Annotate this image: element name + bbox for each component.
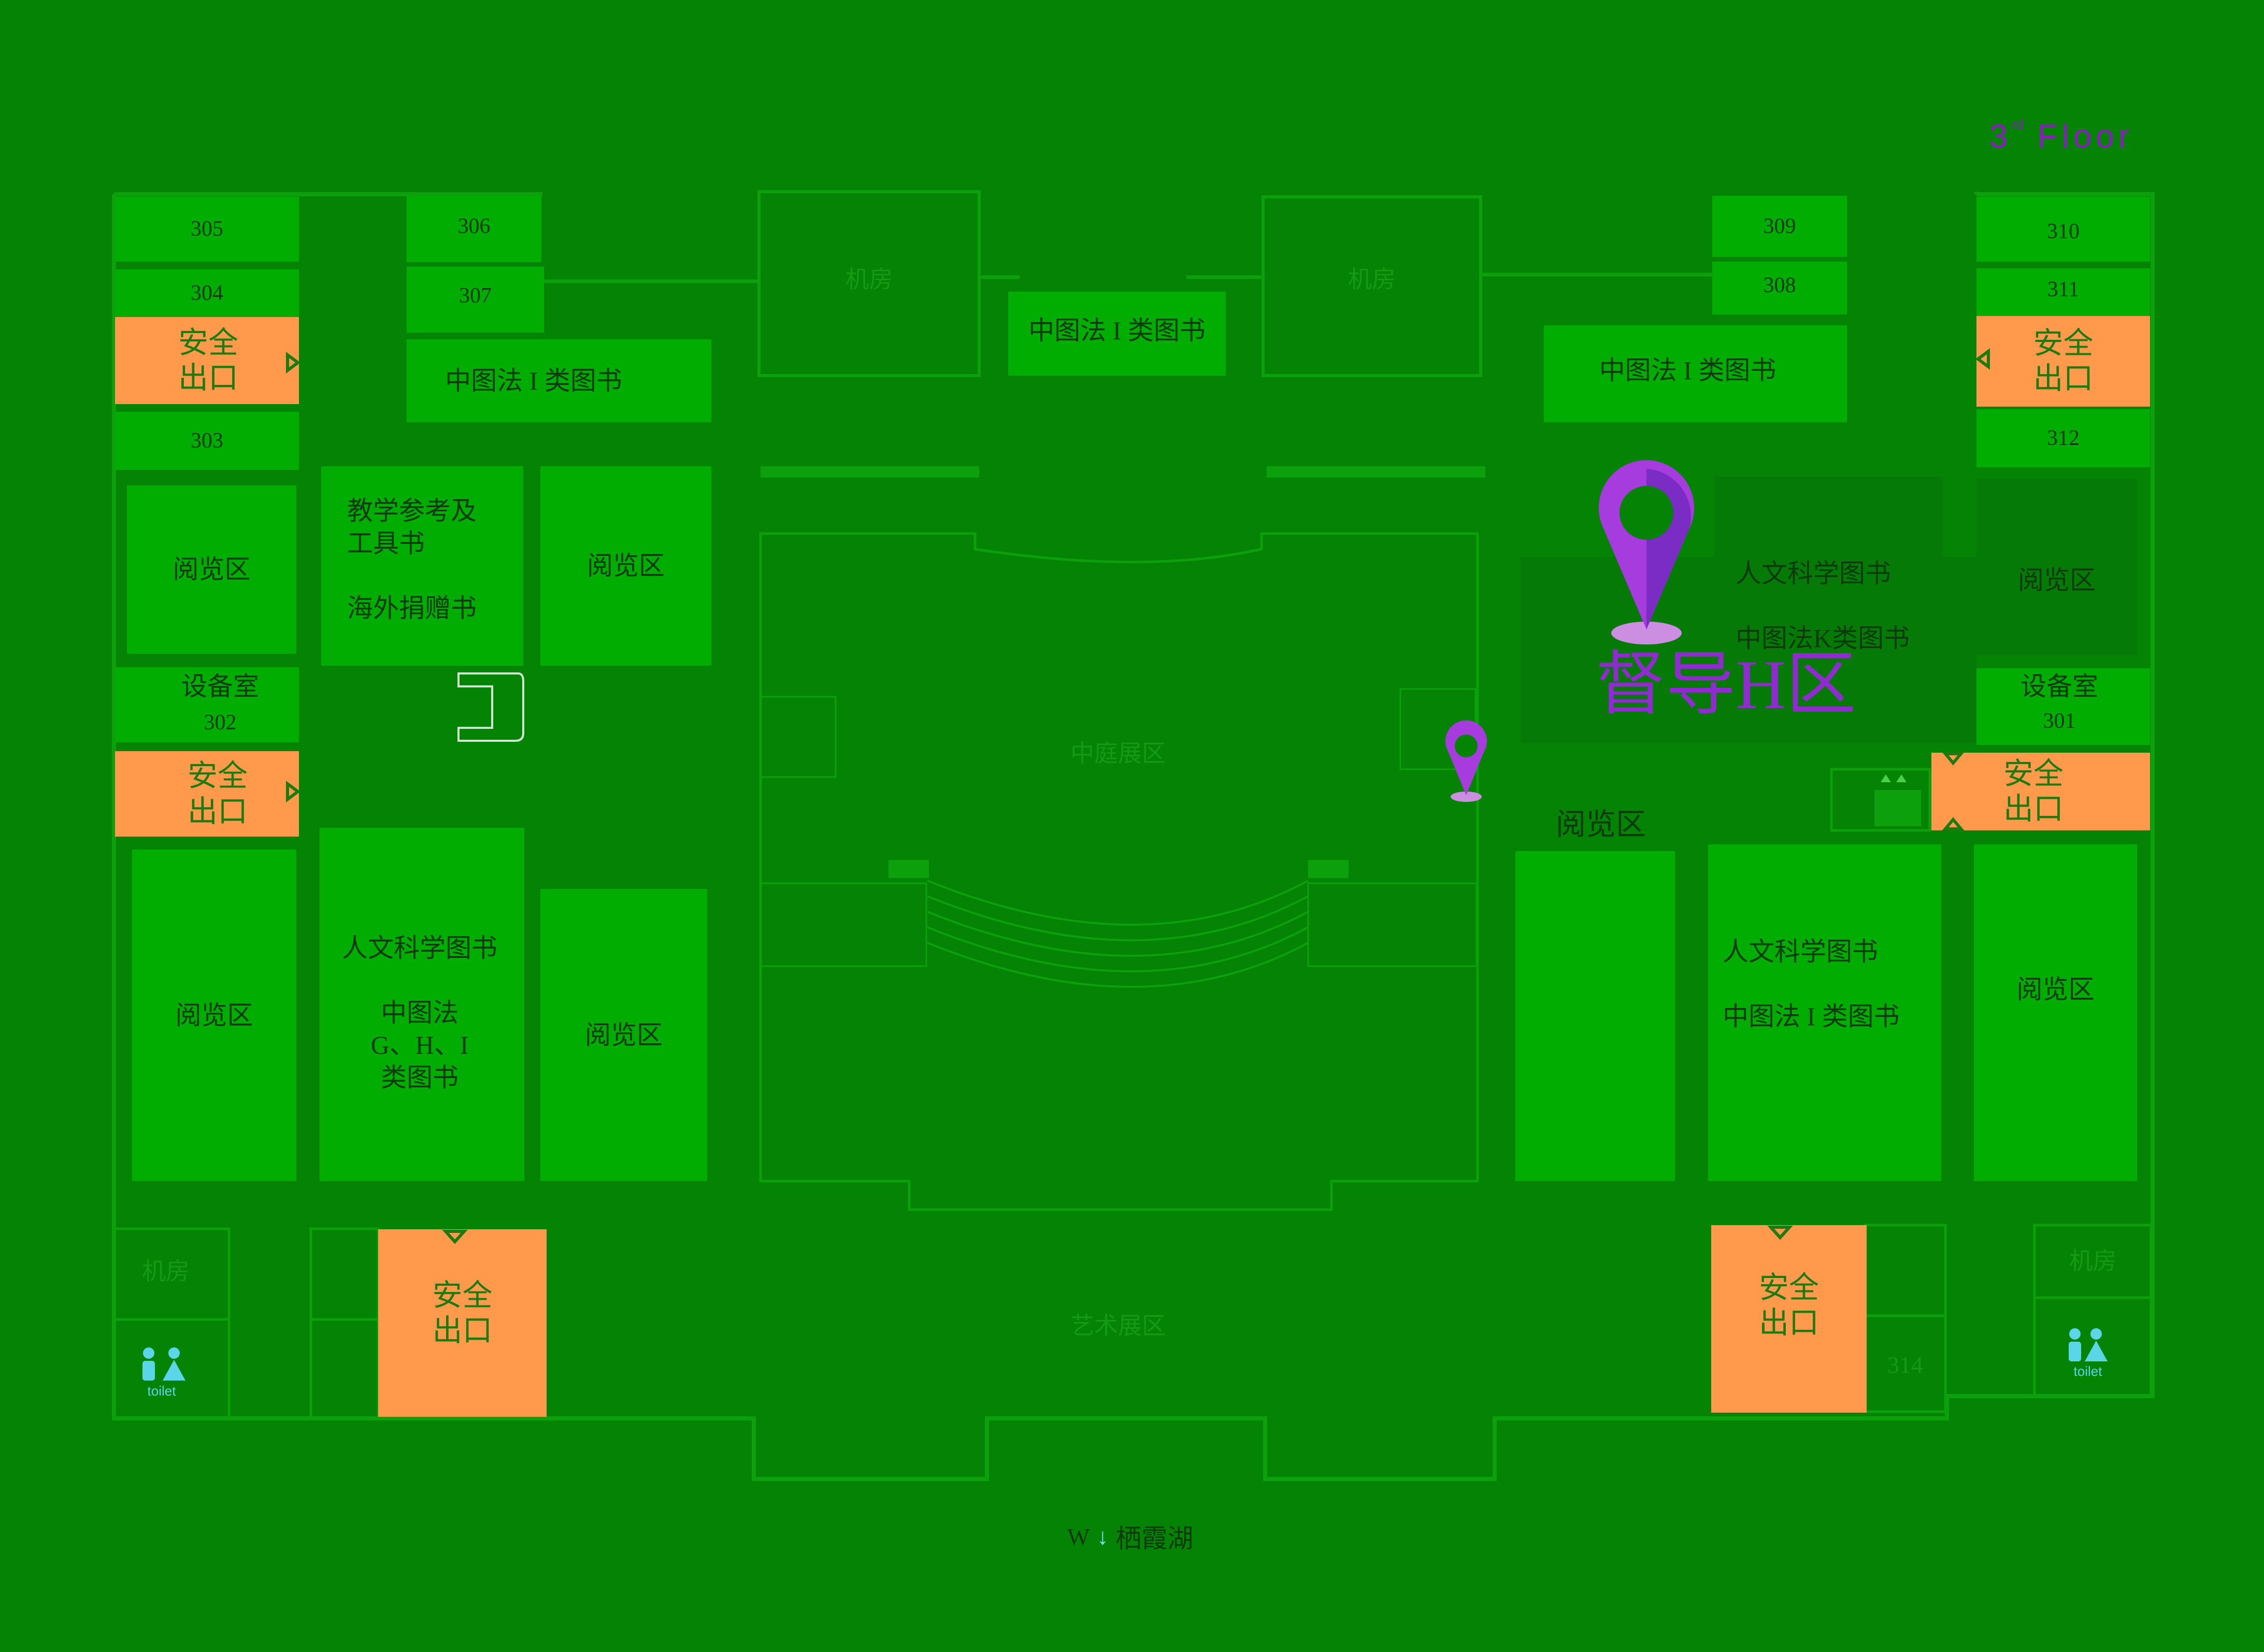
- teaching-ref-label: 教学参考及 工具书 海外捐赠书: [347, 496, 477, 623]
- reading-left-3: [540, 466, 711, 666]
- reading-area-label: 阅览区: [173, 555, 251, 584]
- toilet-label: toilet: [2073, 1363, 2102, 1379]
- elevator-icon: [1874, 774, 1921, 826]
- room-310-label: 310: [2047, 220, 2080, 244]
- room-301: [1976, 668, 2150, 745]
- exit-top-left: [115, 317, 299, 404]
- reading-area-label: 阅览区: [1555, 808, 1646, 842]
- down-arrow-icon: ↓: [1097, 1524, 1109, 1549]
- exit-bottom-left: [378, 1229, 547, 1417]
- machine-room-label: 机房: [2069, 1248, 2117, 1275]
- exit-bottom-right: [1711, 1225, 1867, 1413]
- books-i-center: [1008, 292, 1226, 376]
- room-312-label: 312: [2047, 426, 2080, 450]
- exit-bottom-right-label: 安全 出口: [1758, 1270, 1819, 1340]
- exit-mid-right-label: 安全 出口: [2003, 756, 2064, 826]
- room-302-label: 302: [204, 710, 237, 735]
- room-311-label: 311: [2047, 277, 2080, 301]
- exit-mid-left: [115, 751, 299, 837]
- machine-room-label: 机房: [1348, 266, 1396, 293]
- reading-area-label: 阅览区: [175, 1000, 253, 1030]
- books-i-right-label: 中图法 I 类图书: [1599, 356, 1776, 385]
- art-exhibit-label: 艺术展区: [1070, 1313, 1166, 1340]
- reading-area-label: 阅览区: [585, 1020, 663, 1050]
- teaching-ref: [321, 466, 523, 666]
- equip-room-right-label: 设备室: [2021, 671, 2098, 701]
- exit-mid-left-label: 安全 出口: [187, 759, 248, 828]
- reading-left-4: [540, 889, 707, 1181]
- reading-right-dark: [1976, 479, 2137, 655]
- room-306: [407, 196, 541, 262]
- room-303-label: 303: [191, 428, 223, 453]
- machine-room-1: [757, 190, 981, 377]
- room-306-label: 306: [457, 214, 491, 238]
- machine-room-label: 机房: [845, 266, 893, 293]
- courtyard-outline: [759, 532, 1479, 1211]
- floor-title: 3rd Floor: [1989, 117, 2134, 155]
- compass-landmark: W ↓ 栖霞湖: [1067, 1518, 1193, 1555]
- room-310: [1976, 197, 2150, 262]
- zone-title: 督导H区: [1596, 647, 1856, 724]
- toilet-icon: [142, 1328, 2108, 1381]
- reading-left-1: [127, 485, 296, 654]
- courtyard-label: 中庭展区: [1070, 740, 1166, 767]
- room-305: [115, 197, 299, 262]
- reading-left-2: [132, 850, 296, 1181]
- location-pin-small-icon: [1445, 720, 1487, 802]
- equip-room-left-label: 设备室: [181, 671, 259, 701]
- room-307-label: 307: [459, 283, 492, 308]
- humanities-ghi-label: 人文科学图书 中图法 G、H、I 类图书: [342, 933, 497, 1092]
- reading-area-label: 阅览区: [2018, 565, 2096, 595]
- room-301-label: 301: [2043, 709, 2076, 733]
- reading-area-label: 阅览区: [587, 551, 665, 581]
- machine-room-label: 机房: [142, 1258, 190, 1285]
- stair-icon: [457, 672, 524, 742]
- compass-direction: W: [1067, 1523, 1090, 1550]
- room-303: [115, 412, 299, 470]
- humanities-i: [1708, 844, 1941, 1181]
- location-pin-icon: [1599, 460, 1694, 644]
- room-314-label: 314: [1887, 1352, 1923, 1378]
- books-i-left-label: 中图法 I 类图书: [445, 366, 622, 395]
- humanities-ghi: [320, 828, 524, 1181]
- reading-area-label: 阅览区: [2016, 974, 2095, 1004]
- books-i-left: [407, 339, 711, 422]
- exit-mid-right: [1931, 753, 2150, 830]
- books-i-center-label: 中图法 I 类图书: [1028, 315, 1206, 345]
- reading-right-2: [1974, 844, 2137, 1181]
- humanities-i-label: 人文科学图书 中图法 I 类图书: [1723, 937, 1900, 1031]
- landmark-label: 栖霞湖: [1115, 1524, 1194, 1553]
- humanities-k-label: 人文科学图书 中图法K类图书: [1736, 559, 1910, 653]
- room-308: [1712, 262, 1847, 314]
- exit-top-right-label: 安全 出口: [2033, 326, 2094, 395]
- exit-door-icon: [286, 348, 1990, 1244]
- room-308-label: 308: [1763, 273, 1796, 297]
- room-304: [115, 269, 299, 317]
- reading-right-1: [1515, 851, 1675, 1181]
- exit-bottom-left-label: 安全 出口: [432, 1278, 493, 1347]
- books-i-right: [1544, 325, 1847, 422]
- machine-room-2: [1262, 195, 1482, 377]
- room-304-label: 304: [191, 281, 223, 305]
- room-311: [1976, 268, 2150, 316]
- room-305-label: 305: [191, 217, 223, 241]
- exit-top-left-label: 安全 出口: [178, 325, 238, 395]
- room-307: [407, 267, 544, 333]
- toilet-label: toilet: [147, 1383, 176, 1399]
- exit-top-right: [1976, 316, 2150, 407]
- room-309: [1712, 196, 1847, 257]
- room-312: [1976, 409, 2150, 467]
- room-309-label: 309: [1763, 214, 1796, 238]
- room-302: [115, 667, 299, 742]
